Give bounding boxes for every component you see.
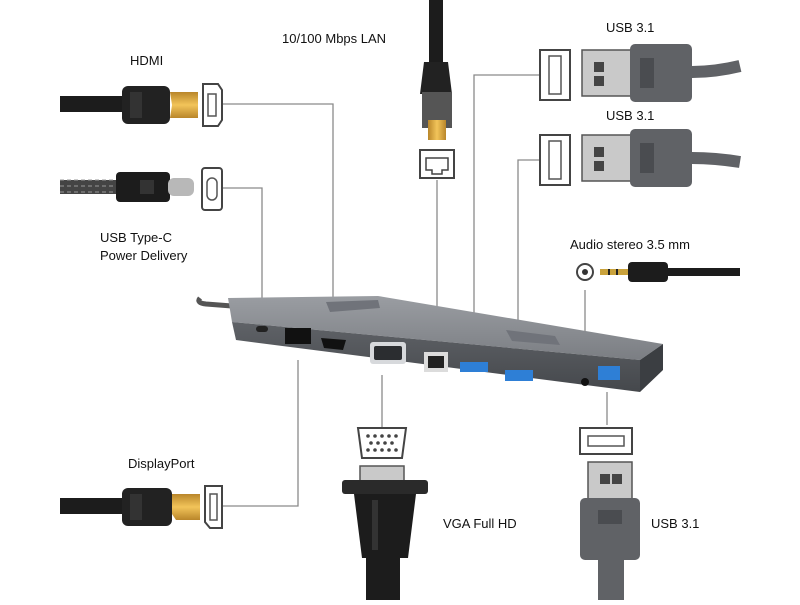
label-usb-top2: USB 3.1: [606, 108, 655, 123]
label-displayport: DisplayPort: [128, 456, 195, 471]
usb-c-connector-icon: [60, 167, 223, 211]
vga-connector-icon: [342, 427, 428, 600]
label-usbc-line1: USB Type-C: [100, 230, 173, 245]
label-vga: VGA Full HD: [443, 516, 517, 531]
leader-dp: [222, 360, 299, 507]
label-lan: 10/100 Mbps LAN: [282, 31, 387, 46]
label-hdmi: HDMI: [130, 53, 164, 68]
label-audio: Audio stereo 3.5 mm: [570, 237, 690, 252]
leader-hdmi: [222, 103, 334, 340]
hub-usb-port-3: [598, 366, 620, 380]
usb-a-connector-icon-2: [539, 129, 741, 187]
hub-device-icon: [196, 296, 663, 392]
audio-jack-icon: [576, 262, 740, 282]
leader-usbc: [222, 187, 263, 325]
hub-usbc-port: [256, 326, 268, 332]
hub-usb-port-1: [460, 362, 488, 372]
leader-usb-top1: [473, 74, 540, 368]
rj45-connector-icon: [419, 0, 455, 179]
label-usbc-line2: Power Delivery: [100, 248, 188, 263]
displayport-connector-icon: [60, 485, 223, 529]
usb-a-connector-icon: [539, 44, 742, 102]
hub-hdmi-port: [321, 338, 346, 350]
hub-usb-port-2: [505, 370, 533, 381]
hdmi-connector-icon: [60, 83, 223, 127]
usb-a-connector-icon-3: [579, 427, 640, 600]
label-usb-top1: USB 3.1: [606, 20, 655, 35]
label-usb-bottom: USB 3.1: [651, 516, 700, 531]
leader-usb-top2: [517, 159, 540, 376]
hub-displayport-port: [285, 328, 311, 344]
hub-audio-port: [581, 378, 589, 386]
